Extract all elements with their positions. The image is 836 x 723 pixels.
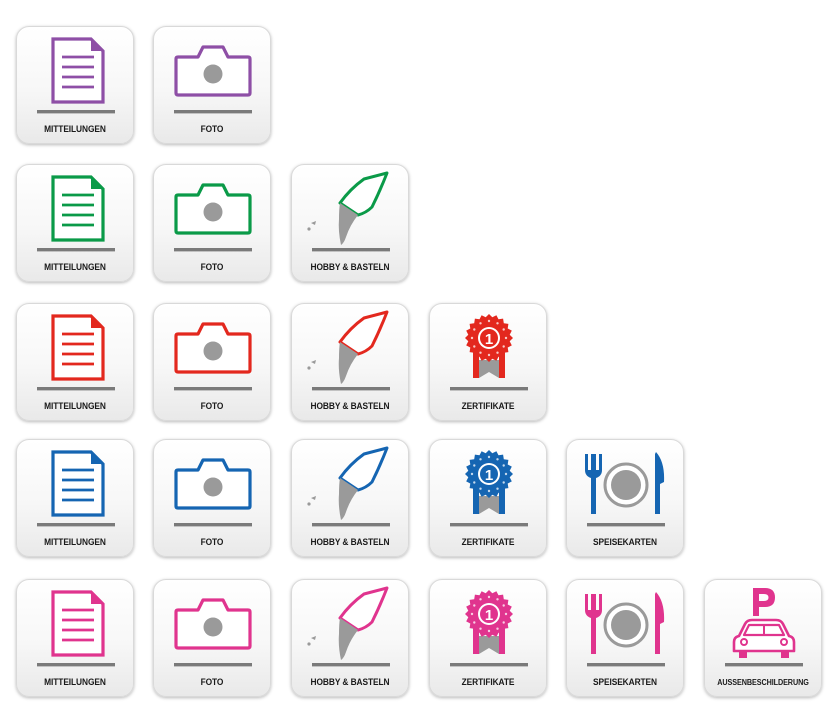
divider-line — [450, 387, 528, 391]
divider-line — [587, 663, 665, 667]
document-icon — [37, 314, 115, 391]
certificate-icon: 1 — [450, 450, 528, 527]
parking-car-icon — [725, 588, 803, 667]
tile-label: AUSSENBESCHILDERUNG — [717, 677, 809, 687]
tile-foto-blue[interactable]: FOTO — [153, 439, 271, 557]
tile-label: ZERTIFIKATE — [461, 537, 515, 548]
tile-hobby-red[interactable]: HOBBY & BASTELN — [291, 303, 409, 421]
divider-line — [37, 248, 115, 252]
tile-mitteilungen-blue[interactable]: MITTEILUNGEN — [16, 439, 134, 557]
divider-line — [174, 387, 252, 391]
tile-foto-green[interactable]: FOTO — [153, 164, 271, 282]
certificate-icon: 1 — [450, 314, 528, 391]
tile-speisekarten-blue[interactable]: SPEISEKARTEN — [566, 439, 684, 557]
tile-label: HOBBY & BASTELN — [310, 401, 390, 412]
tile-label: SPEISEKARTEN — [593, 677, 657, 688]
tile-label: ZERTIFIKATE — [461, 401, 515, 412]
divider-line — [174, 523, 252, 527]
tile-mitteilungen-red[interactable]: MITTEILUNGEN — [16, 303, 134, 421]
divider-line — [174, 248, 252, 252]
divider-line — [37, 663, 115, 667]
divider-line — [37, 523, 115, 527]
document-icon — [37, 175, 115, 252]
divider-line — [450, 523, 528, 527]
divider-line — [312, 663, 390, 667]
tile-hobby-blue[interactable]: HOBBY & BASTELN — [291, 439, 409, 557]
document-icon — [37, 37, 115, 114]
camera-icon — [174, 598, 252, 667]
cutlery-icon — [585, 452, 665, 527]
tile-label: HOBBY & BASTELN — [310, 537, 390, 548]
tile-foto-red[interactable]: FOTO — [153, 303, 271, 421]
brush-icon — [307, 446, 390, 527]
brush-icon — [307, 586, 390, 667]
camera-icon — [174, 458, 252, 527]
tile-label: MITTEILUNGEN — [44, 537, 106, 548]
tile-mitteilungen-green[interactable]: MITTEILUNGEN — [16, 164, 134, 282]
tile-hobby-pink[interactable]: HOBBY & BASTELN — [291, 579, 409, 697]
tile-label: MITTEILUNGEN — [44, 401, 106, 412]
divider-line — [312, 523, 390, 527]
tile-label: SPEISEKARTEN — [593, 537, 657, 548]
tile-mitteilungen-pink[interactable]: MITTEILUNGEN — [16, 579, 134, 697]
tile-label: FOTO — [200, 537, 224, 548]
tile-label: ZERTIFIKATE — [461, 677, 515, 688]
tile-label: HOBBY & BASTELN — [310, 677, 390, 688]
tile-label: FOTO — [200, 124, 224, 135]
document-icon — [37, 450, 115, 527]
divider-line — [37, 387, 115, 391]
camera-icon — [174, 322, 252, 391]
tile-label: MITTEILUNGEN — [44, 124, 106, 135]
camera-icon — [174, 45, 252, 114]
divider-line — [587, 523, 665, 527]
divider-line — [312, 387, 390, 391]
brush-icon — [307, 171, 390, 252]
divider-line — [174, 110, 252, 114]
tile-label: FOTO — [200, 401, 224, 412]
tile-speisekarten-pink[interactable]: SPEISEKARTEN — [566, 579, 684, 697]
tile-foto-pink[interactable]: FOTO — [153, 579, 271, 697]
tile-label: HOBBY & BASTELN — [310, 262, 390, 273]
certificate-icon: 1 — [450, 590, 528, 667]
document-icon — [37, 590, 115, 667]
divider-line — [312, 248, 390, 252]
tile-label: MITTEILUNGEN — [44, 677, 106, 688]
tile-mitteilungen-purple[interactable]: MITTEILUNGEN — [16, 26, 134, 144]
camera-icon — [174, 183, 252, 252]
brush-icon — [307, 310, 390, 391]
svg-text:1: 1 — [485, 607, 493, 624]
svg-text:1: 1 — [485, 331, 493, 348]
tile-label: MITTEILUNGEN — [44, 262, 106, 273]
divider-line — [450, 663, 528, 667]
divider-line — [725, 663, 803, 667]
tile-label: FOTO — [200, 262, 224, 273]
svg-text:1: 1 — [485, 467, 493, 484]
tile-aussen-pink[interactable]: AUSSENBESCHILDERUNG — [704, 579, 822, 697]
tile-foto-purple[interactable]: FOTO — [153, 26, 271, 144]
cutlery-icon — [585, 592, 665, 667]
tile-label: FOTO — [200, 677, 224, 688]
divider-line — [37, 110, 115, 114]
tile-hobby-green[interactable]: HOBBY & BASTELN — [291, 164, 409, 282]
divider-line — [174, 663, 252, 667]
